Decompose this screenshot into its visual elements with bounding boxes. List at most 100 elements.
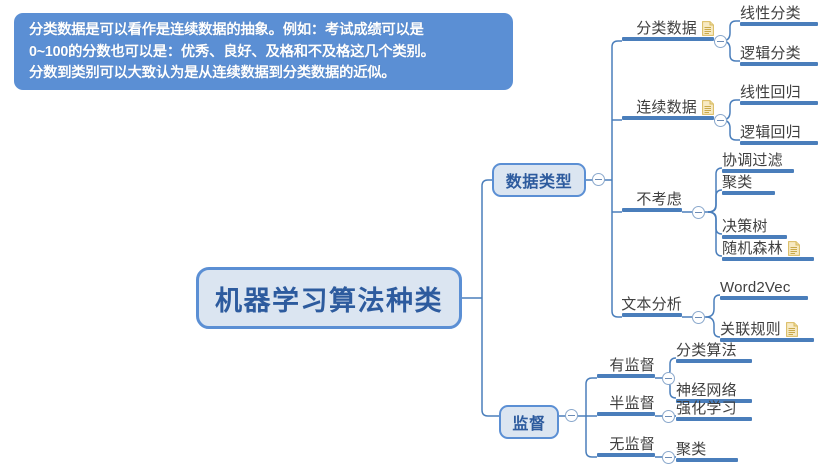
root-node[interactable]: 机器学习算法种类 — [196, 267, 462, 329]
node-clustering-label: 聚类 — [722, 174, 753, 191]
node-supervised-bar — [597, 374, 655, 378]
node-semi-supervised[interactable]: 半监督 — [597, 390, 655, 416]
node-decision-tree[interactable]: 决策树 — [722, 213, 787, 239]
node-not-considered[interactable]: 不考虑 — [622, 186, 682, 212]
branch-node-supervise-label: 监督 — [512, 416, 546, 433]
node-linear-regression[interactable]: 线性回归 — [740, 79, 818, 105]
node-supervised-label-wrap: 有监督 — [609, 357, 655, 374]
note-doc-icon[interactable] — [785, 322, 798, 337]
node-linear-classification-label: 线性分类 — [740, 5, 801, 22]
node-continuous-data-bar — [622, 116, 714, 120]
node-supervised-label: 有监督 — [609, 357, 655, 374]
node-clustering-unsupervised-label: 聚类 — [676, 441, 707, 458]
node-classification-algorithm[interactable]: 分类算法 — [676, 337, 752, 363]
note-doc-icon[interactable] — [702, 21, 714, 36]
node-clustering-unsupervised-label-wrap: 聚类 — [676, 441, 706, 458]
node-classification-data-label-wrap: 分类数据 — [636, 20, 714, 37]
note-doc-icon[interactable] — [787, 241, 800, 256]
collapse-toggle-supervise[interactable] — [565, 409, 578, 422]
node-logic-regression-bar — [740, 141, 818, 145]
branch-node-data-type[interactable]: 数据类型 — [492, 163, 586, 197]
node-classification-data[interactable]: 分类数据 — [622, 15, 714, 41]
node-unsupervised-bar — [597, 453, 655, 457]
node-text-analysis-label: 文本分析 — [621, 296, 682, 313]
node-logic-classification-label: 逻辑分类 — [740, 45, 801, 62]
node-association-rules[interactable]: 关联规则 — [720, 316, 814, 342]
branch-node-supervise[interactable]: 监督 — [499, 405, 559, 439]
node-word2vec-label: Word2Vec — [720, 279, 791, 296]
node-linear-regression-bar — [740, 101, 818, 105]
node-text-analysis-label-wrap: 文本分析 — [621, 296, 682, 313]
collapse-toggle-continuous-data[interactable] — [714, 114, 727, 127]
branch-node-data-type-label: 数据类型 — [505, 174, 573, 191]
node-word2vec[interactable]: Word2Vec — [720, 274, 808, 300]
node-random-forest-bar — [722, 257, 814, 261]
node-random-forest[interactable]: 随机森林 — [722, 235, 814, 261]
node-reinforcement-learning-bar — [676, 417, 752, 421]
note-doc-icon[interactable] — [702, 100, 714, 115]
node-continuous-data-label-wrap: 连续数据 — [636, 99, 714, 116]
node-logic-classification[interactable]: 逻辑分类 — [740, 40, 818, 66]
node-classification-algorithm-label-wrap: 分类算法 — [676, 342, 737, 359]
collapse-toggle-semi-supervised[interactable] — [662, 410, 675, 423]
node-clustering-unsupervised[interactable]: 聚类 — [676, 436, 738, 462]
node-reinforcement-learning-label-wrap: 强化学习 — [676, 400, 737, 417]
node-logic-classification-label-wrap: 逻辑分类 — [740, 45, 801, 62]
note-tooltip-line-3: 分数到类别可以大致认为是从连续数据到分类数据的近似。 — [29, 65, 396, 81]
node-logic-regression-label: 逻辑回归 — [740, 124, 801, 141]
node-classification-data-label: 分类数据 — [636, 20, 697, 37]
node-collaborative-filtering-label: 协调过滤 — [722, 152, 783, 169]
node-semi-supervised-label-wrap: 半监督 — [609, 395, 655, 412]
node-neural-network-label: 神经网络 — [676, 382, 737, 399]
node-classification-algorithm-label: 分类算法 — [676, 342, 737, 359]
node-classification-data-bar — [622, 37, 714, 41]
node-linear-classification[interactable]: 线性分类 — [740, 0, 818, 26]
node-association-rules-label: 关联规则 — [720, 321, 781, 338]
node-classification-algorithm-bar — [676, 359, 752, 363]
node-decision-tree-label: 决策树 — [722, 218, 768, 235]
node-collaborative-filtering[interactable]: 协调过滤 — [722, 147, 794, 173]
node-clustering-unsupervised-bar — [676, 458, 738, 462]
node-semi-supervised-label: 半监督 — [609, 395, 655, 412]
node-word2vec-bar — [720, 296, 808, 300]
note-tooltip: 分类数据是可以看作是连续数据的抽象。例如：考试成绩可以是 0~100的分数也可以… — [14, 13, 513, 90]
node-neural-network[interactable]: 神经网络 — [676, 377, 752, 403]
collapse-toggle-text-analysis[interactable] — [692, 311, 705, 324]
node-continuous-data-label: 连续数据 — [636, 99, 697, 116]
note-tooltip-line-1: 分类数据是可以看作是连续数据的抽象。例如：考试成绩可以是 — [29, 22, 424, 38]
node-decision-tree-bar — [722, 235, 787, 239]
node-reinforcement-learning[interactable]: 强化学习 — [676, 395, 752, 421]
node-reinforcement-learning-label: 强化学习 — [676, 400, 737, 417]
node-semi-supervised-bar — [597, 412, 655, 416]
node-logic-regression-label-wrap: 逻辑回归 — [740, 124, 801, 141]
node-random-forest-label: 随机森林 — [722, 240, 783, 257]
node-text-analysis-bar — [622, 313, 682, 317]
collapse-toggle-not-considered[interactable] — [692, 206, 705, 219]
node-linear-regression-label-wrap: 线性回归 — [740, 84, 801, 101]
node-association-rules-bar — [720, 338, 814, 342]
node-unsupervised[interactable]: 无监督 — [597, 431, 655, 457]
node-linear-classification-label-wrap: 线性分类 — [740, 5, 801, 22]
node-supervised[interactable]: 有监督 — [597, 352, 655, 378]
node-neural-network-label-wrap: 神经网络 — [676, 382, 737, 399]
node-continuous-data[interactable]: 连续数据 — [622, 94, 714, 120]
node-decision-tree-label-wrap: 决策树 — [722, 218, 768, 235]
node-collaborative-filtering-label-wrap: 协调过滤 — [722, 152, 783, 169]
collapse-toggle-supervised[interactable] — [662, 372, 675, 385]
collapse-toggle-unsupervised[interactable] — [662, 451, 675, 464]
collapse-toggle-classification-data[interactable] — [714, 35, 727, 48]
node-word2vec-label-wrap: Word2Vec — [720, 279, 791, 296]
node-linear-classification-bar — [740, 22, 818, 26]
node-linear-regression-label: 线性回归 — [740, 84, 801, 101]
node-logic-regression[interactable]: 逻辑回归 — [740, 119, 818, 145]
node-logic-classification-bar — [740, 62, 818, 66]
node-text-analysis[interactable]: 文本分析 — [621, 291, 682, 317]
node-clustering[interactable]: 聚类 — [722, 169, 775, 195]
collapse-toggle-data-type[interactable] — [592, 173, 605, 186]
node-unsupervised-label: 无监督 — [609, 436, 655, 453]
node-unsupervised-label-wrap: 无监督 — [609, 436, 655, 453]
node-not-considered-bar — [622, 208, 682, 212]
node-not-considered-label: 不考虑 — [636, 191, 682, 208]
node-clustering-label-wrap: 聚类 — [722, 174, 752, 191]
